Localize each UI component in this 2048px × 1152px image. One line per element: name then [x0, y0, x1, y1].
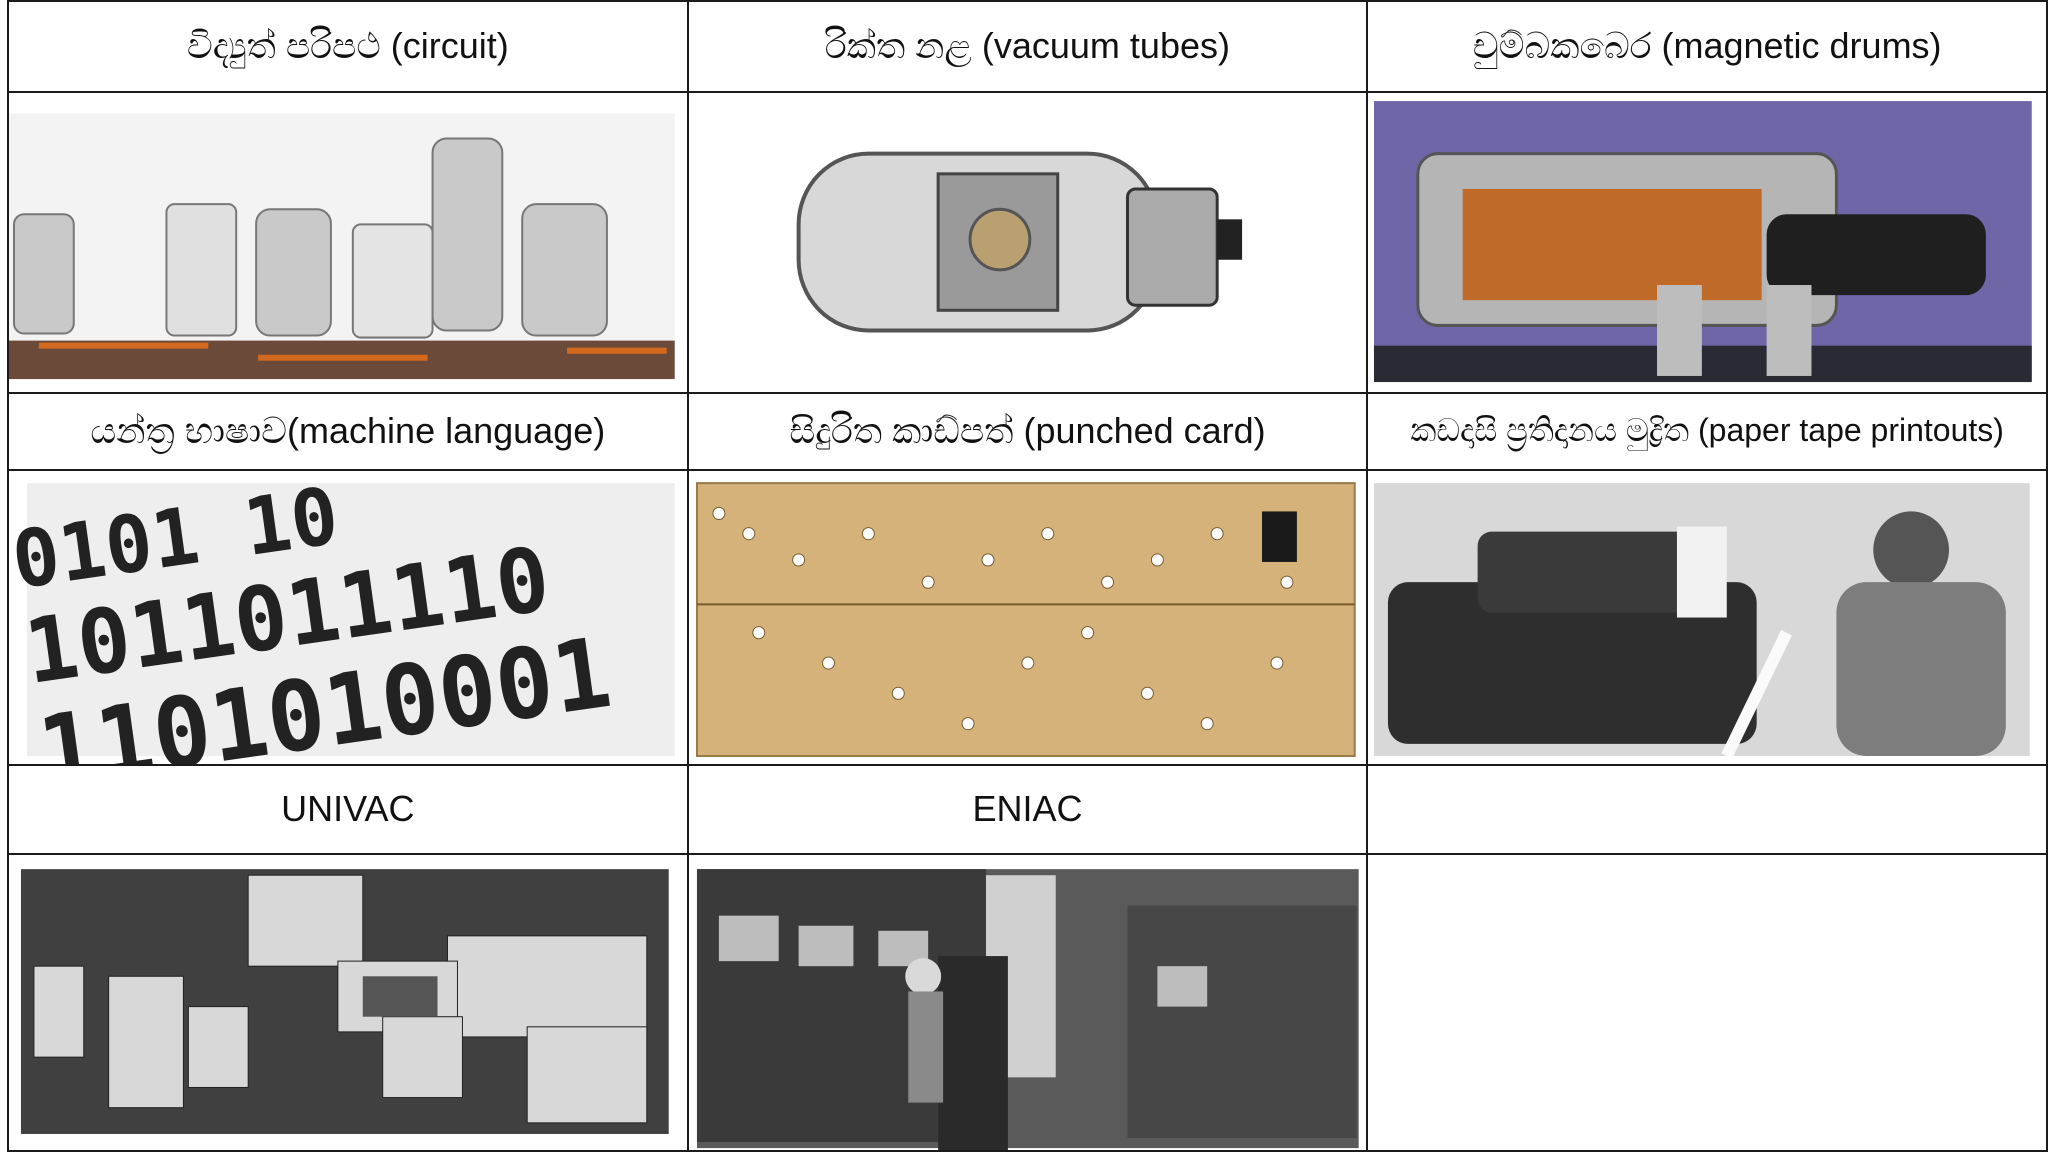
caption-univac: UNIVAC — [281, 788, 415, 830]
caption-cell: චුම්බකබෙර (magnetic drums) — [1366, 0, 2048, 93]
image-cell: 0101 10 1011011110 1101010001 — [7, 468, 689, 766]
binary-digits-photo: 0101 10 1011011110 1101010001 — [9, 470, 687, 764]
vacuum-tube-photo — [688, 92, 1367, 393]
image-cell — [1366, 468, 2048, 766]
univac-computer-photo — [9, 854, 687, 1150]
caption-cell: කඩදාසි ප්‍රතිදානය මුද්‍රිත (paper tape p… — [1366, 392, 2048, 471]
caption-cell: යන්ත්‍ර භාෂාව(machine language) — [7, 392, 689, 471]
caption-eniac: ENIAC — [972, 788, 1083, 830]
eniac-computer-photo — [688, 854, 1367, 1150]
caption-cell: රික්ත නළ (vacuum tubes) — [686, 0, 1369, 93]
caption-cell: ENIAC — [686, 763, 1369, 855]
caption-machine-language: යන්ත්‍ර භාෂාව(machine language) — [90, 409, 606, 451]
comparison-table: විද්‍යුත් පරිපථ (circuit) රික්ත නළ (vacu… — [7, 0, 2048, 1152]
image-cell — [7, 90, 689, 395]
empty-caption-cell — [1366, 763, 2048, 855]
punched-card-photo — [688, 470, 1367, 764]
paper-tape-operator-photo — [1368, 470, 2046, 764]
caption-punched-card: සිදුරිත කාඩ්පත් (punched card) — [789, 409, 1266, 451]
image-cell — [1366, 90, 2048, 395]
image-cell — [686, 90, 1369, 395]
caption-circuit: විද්‍යුත් පරිපථ (circuit) — [186, 24, 509, 66]
image-cell — [686, 468, 1369, 766]
circuit-vacuum-tubes-photo — [9, 92, 687, 393]
image-cell — [7, 852, 689, 1152]
magnetic-drum-photo — [1368, 92, 2046, 393]
caption-cell: UNIVAC — [7, 763, 689, 855]
image-cell — [686, 852, 1369, 1152]
caption-magnetic-drums: චුම්බකබෙර (magnetic drums) — [1472, 24, 1942, 66]
caption-cell: සිදුරිත කාඩ්පත් (punched card) — [686, 392, 1369, 471]
caption-paper-tape: කඩදාසි ප්‍රතිදානය මුද්‍රිත (paper tape p… — [1410, 412, 2004, 449]
caption-vacuum-tubes: රික්ත නළ (vacuum tubes) — [824, 24, 1230, 66]
caption-cell: විද්‍යුත් පරිපථ (circuit) — [7, 0, 689, 93]
empty-image-cell — [1366, 852, 2048, 1152]
